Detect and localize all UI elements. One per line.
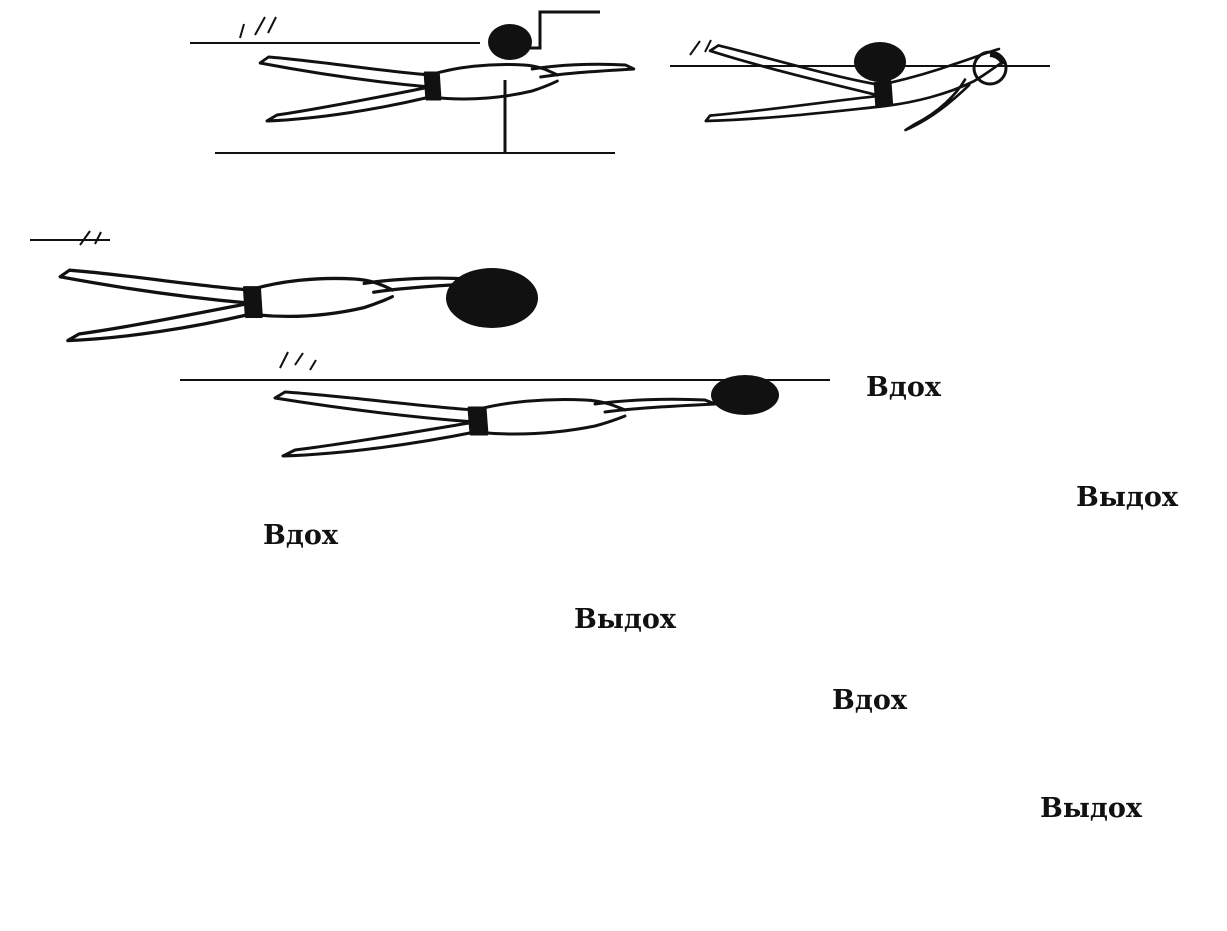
swimmer-figure-1 bbox=[190, 12, 634, 153]
label-exhale-1: Выдох bbox=[1076, 482, 1178, 513]
label-inhale-2: Вдох bbox=[263, 520, 338, 551]
swimmer-figure-2 bbox=[670, 40, 1050, 130]
label-inhale-1: Вдох bbox=[866, 372, 941, 403]
label-exhale-2: Выдох bbox=[574, 604, 676, 635]
label-inhale-3: Вдох bbox=[832, 685, 907, 716]
swimmer-figure-3 bbox=[30, 231, 538, 341]
label-exhale-3: Выдох bbox=[1040, 793, 1142, 824]
swimmer-figure-4 bbox=[180, 352, 830, 456]
